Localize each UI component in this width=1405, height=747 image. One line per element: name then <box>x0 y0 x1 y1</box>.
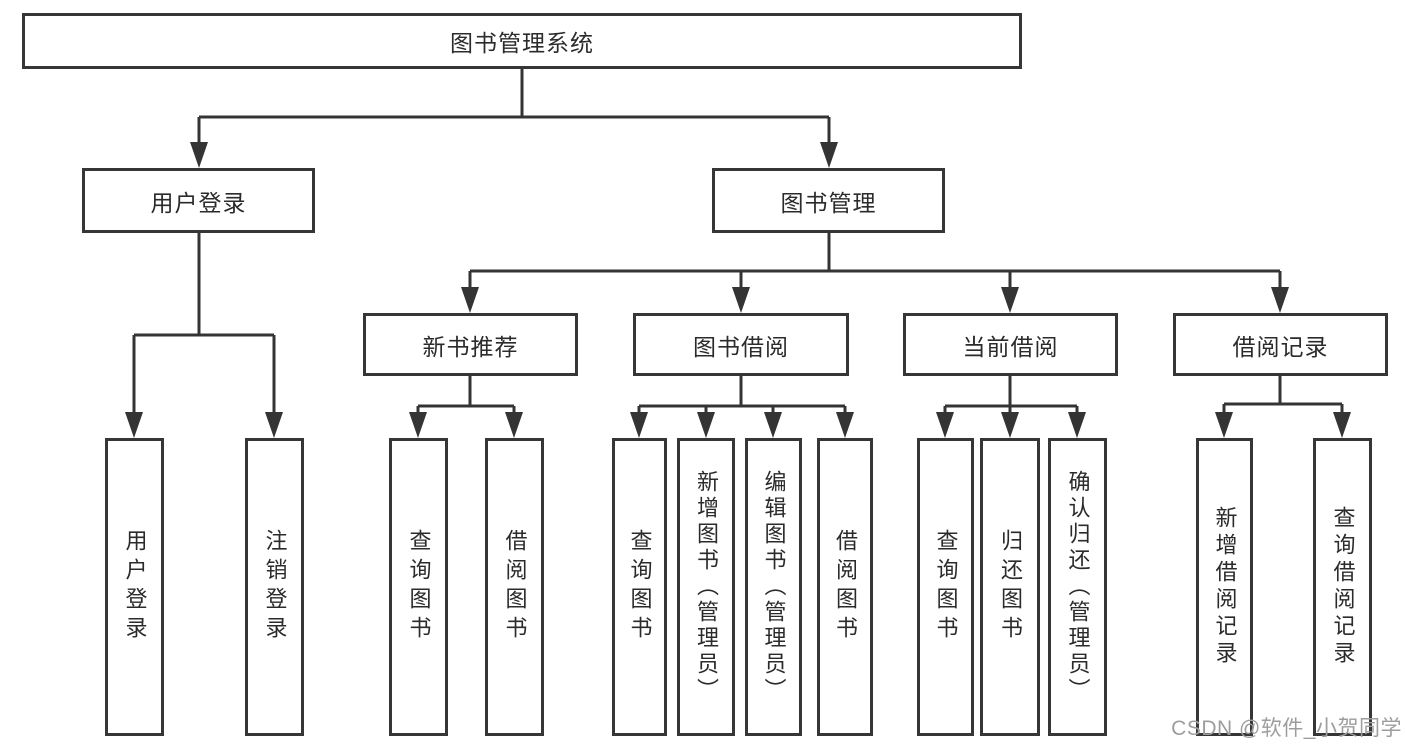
leaf-user-login: 用户登录 <box>105 438 164 736</box>
node-book-borrow-label: 图书借阅 <box>693 333 789 360</box>
arrowheads <box>125 142 1351 438</box>
leaf-newbook-borrow: 借阅图书 <box>485 438 544 736</box>
leaf-confirm-return-admin-label: 确认归还（管理员） <box>1065 470 1091 704</box>
leaf-add-book-admin-label: 新增图书（管理员） <box>694 470 719 704</box>
node-current-borrow: 当前借阅 <box>903 313 1118 376</box>
leaf-add-borrow-record-label: 新增借阅记录 <box>1212 506 1238 668</box>
leaf-newbook-query: 查询图书 <box>389 438 448 736</box>
node-root: 图书管理系统 <box>22 13 1022 69</box>
leaf-newbook-borrow-label: 借阅图书 <box>502 529 528 645</box>
node-new-book-recommend-label: 新书推荐 <box>422 333 519 360</box>
node-book-management-label: 图书管理 <box>780 189 877 216</box>
leaf-return-book-label: 归还图书 <box>998 529 1023 645</box>
node-book-management: 图书管理 <box>712 168 945 233</box>
leaf-current-query: 查询图书 <box>917 438 974 736</box>
connector-strokes <box>132 69 1344 416</box>
leaf-return-book: 归还图书 <box>980 438 1040 736</box>
node-book-borrow: 图书借阅 <box>633 313 849 376</box>
leaf-borrow-book-label: 借阅图书 <box>833 529 858 645</box>
leaf-confirm-return-admin: 确认归还（管理员） <box>1048 438 1107 736</box>
leaf-current-query-label: 查询图书 <box>933 529 959 645</box>
node-user-login: 用户登录 <box>82 168 315 233</box>
leaf-edit-book-admin-label: 编辑图书（管理员） <box>761 470 787 704</box>
node-new-book-recommend: 新书推荐 <box>363 313 578 376</box>
leaf-add-borrow-record: 新增借阅记录 <box>1196 438 1253 736</box>
node-borrow-record-label: 借阅记录 <box>1232 333 1329 360</box>
node-current-borrow-label: 当前借阅 <box>962 333 1059 360</box>
leaf-borrow-query-label: 查询图书 <box>627 529 653 645</box>
csdn-watermark: CSDN @软件_小贺同学 <box>1171 717 1402 740</box>
node-user-login-label: 用户登录 <box>150 189 247 216</box>
leaf-borrow-book: 借阅图书 <box>817 438 873 736</box>
leaf-query-borrow-record-label: 查询借阅记录 <box>1330 506 1356 668</box>
node-root-label: 图书管理系统 <box>450 30 594 56</box>
leaf-logout-label: 注销登录 <box>262 529 288 645</box>
node-borrow-record: 借阅记录 <box>1173 313 1388 376</box>
leaf-newbook-query-label: 查询图书 <box>406 529 432 645</box>
leaf-logout: 注销登录 <box>245 438 304 736</box>
leaf-user-login-label: 用户登录 <box>122 529 148 645</box>
leaf-edit-book-admin: 编辑图书（管理员） <box>745 438 802 736</box>
leaf-query-borrow-record: 查询借阅记录 <box>1313 438 1372 736</box>
leaf-add-book-admin: 新增图书（管理员） <box>677 438 735 736</box>
leaf-borrow-query: 查询图书 <box>612 438 667 736</box>
